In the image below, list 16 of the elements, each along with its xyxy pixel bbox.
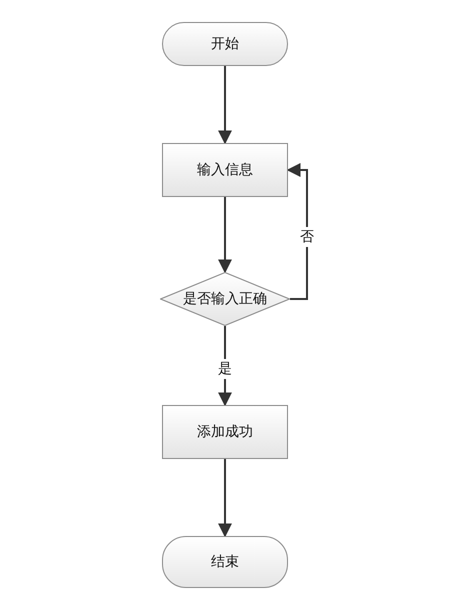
node-label: 开始	[211, 35, 239, 53]
node-label: 添加成功	[197, 423, 253, 441]
process-box	[162, 143, 288, 197]
arrow	[218, 197, 232, 274]
terminal-pill	[162, 536, 288, 588]
arrow	[218, 459, 232, 538]
terminal-pill	[162, 22, 288, 66]
arrow	[218, 66, 232, 144]
edge-label: 是	[216, 358, 234, 378]
node-label: 输入信息	[197, 161, 253, 179]
process-box	[162, 405, 288, 459]
edge-label: 否	[298, 226, 316, 246]
node-label: 结束	[211, 553, 239, 571]
arrow	[286, 163, 308, 300]
node-label: 是否输入正确	[183, 290, 267, 308]
decision-diamond	[160, 272, 290, 326]
